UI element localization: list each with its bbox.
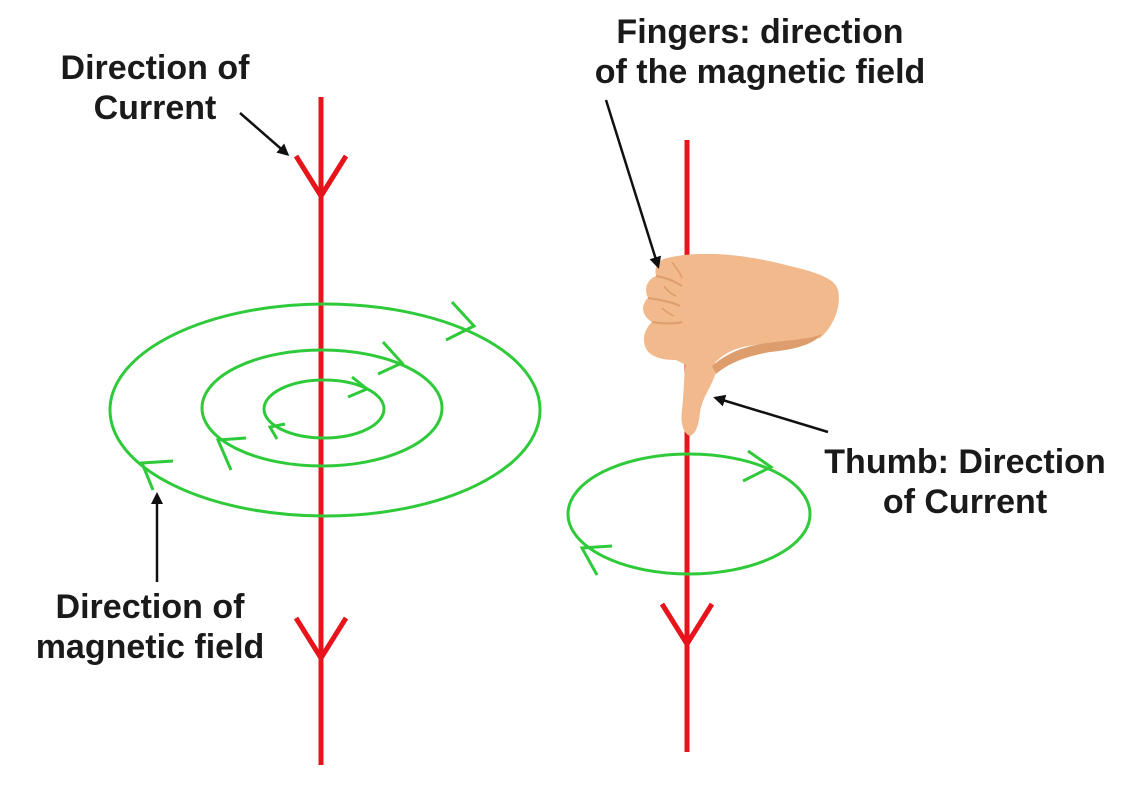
- fingers-label: Fingers: direction of the magnetic field: [560, 12, 960, 92]
- magnetic-field-direction-label-line-2: magnetic field: [35, 628, 265, 666]
- finger-crease-3: [651, 321, 683, 325]
- current-pointer-left: [239, 112, 290, 156]
- finger-crease-1: [655, 275, 683, 287]
- fingers-label-line-1: Fingers: direction: [616, 13, 904, 51]
- thumbs-down-hand-icon: [643, 253, 839, 436]
- magnetic-field-direction-label-line-1: Direction of: [55, 588, 245, 626]
- left-wire-bottom-arrow: [293, 616, 349, 663]
- middle-field-arrow-right: [377, 340, 405, 376]
- magnetic-field-direction-label: Direction of magnetic field: [10, 587, 290, 667]
- hand-thumb: [681, 350, 717, 436]
- right-wire-arrow: [659, 602, 715, 649]
- fingers-pointer: [604, 99, 662, 269]
- thumb-label-line-1: Thumb: Direction: [824, 443, 1106, 481]
- outer-field-arrow-right: [445, 300, 477, 342]
- thumb-pointer: [713, 394, 829, 434]
- knuckle-3: [661, 307, 675, 317]
- current-direction-label-line-1: Direction of: [60, 49, 250, 87]
- right-field-arrow-left: [579, 544, 613, 576]
- right-field-ellipse: [566, 452, 812, 576]
- middle-field-arrow-left: [215, 436, 247, 471]
- right-field-line: [566, 449, 812, 576]
- left-wire-top-arrow: [293, 154, 349, 201]
- fingers-label-line-2: of the magnetic field: [594, 53, 926, 91]
- inner-field-arrow-left: [267, 422, 286, 440]
- right-wire: [659, 140, 715, 752]
- left-wire: [293, 97, 349, 765]
- knuckle-1: [671, 261, 683, 279]
- middle-field-ellipse: [200, 348, 444, 468]
- thumb-label: Thumb: Direction of Current: [800, 442, 1130, 522]
- outer-field-ellipse: [108, 302, 542, 518]
- left-field-lines: [108, 300, 542, 518]
- finger-crease-2: [647, 297, 681, 307]
- hand-shadow: [712, 334, 822, 374]
- current-direction-label-line-2: Current: [93, 89, 217, 127]
- outer-field-arrow-left: [139, 459, 174, 491]
- inner-field-arrow-right: [347, 375, 370, 399]
- thumb-label-line-2: of Current: [882, 483, 1048, 521]
- knuckle-2: [663, 285, 677, 297]
- inner-field-ellipse: [262, 378, 386, 440]
- right-field-arrow-right: [742, 449, 774, 483]
- current-direction-label: Direction of Current: [20, 48, 290, 128]
- hand-palm: [643, 253, 839, 378]
